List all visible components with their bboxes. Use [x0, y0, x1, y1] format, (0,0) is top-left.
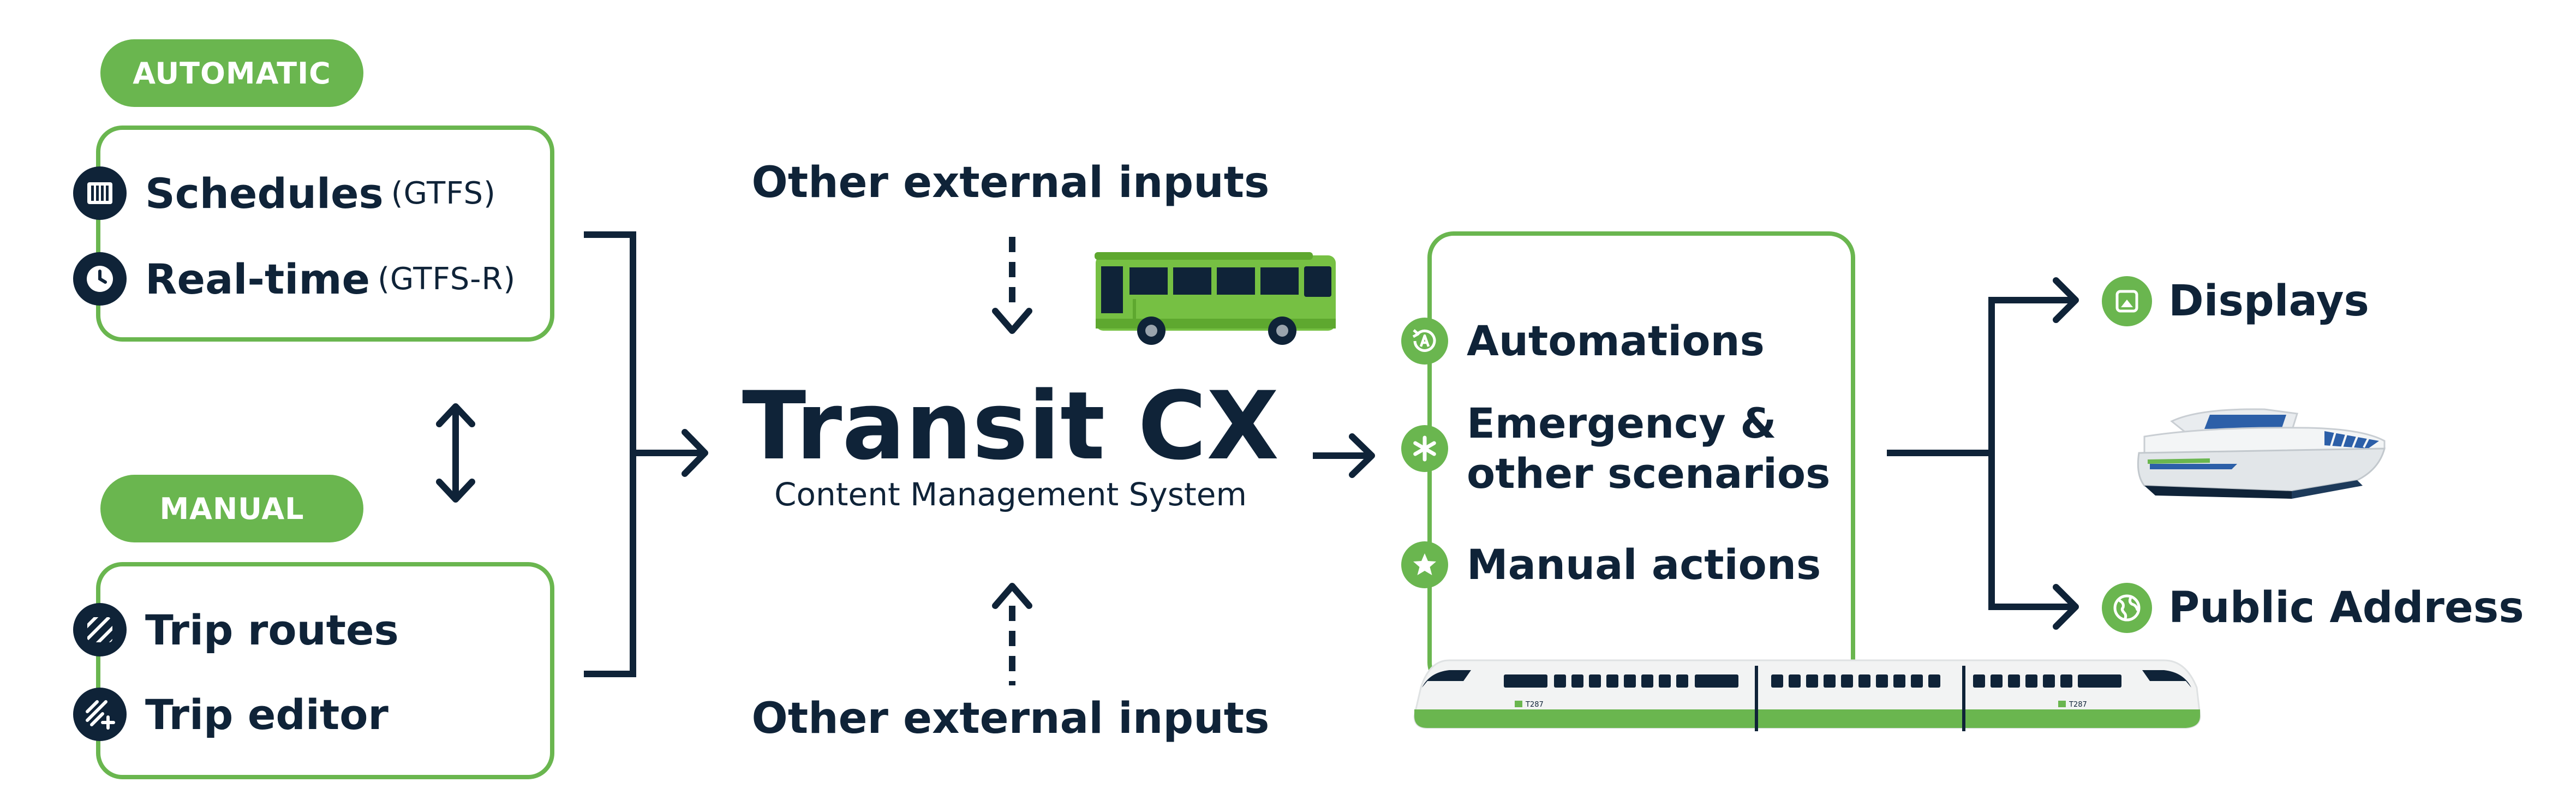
displays-item: Displays [2102, 276, 2369, 326]
bus-illustration [1095, 252, 1336, 345]
train-number-right: T287 [2069, 701, 2087, 709]
realtime-item: Real-time (GTFS-R) [73, 252, 516, 306]
external-inputs-top-label: Other external inputs [751, 158, 1270, 207]
automations-item: Automations [1401, 317, 1765, 365]
cms-title: Transit CX [742, 371, 1280, 481]
output-branch-connector [1887, 277, 2079, 630]
barcode-icon [73, 166, 127, 220]
displays-label: Displays [2168, 277, 2369, 326]
input-bracket-connector [584, 231, 708, 677]
external-input-arrow-down-icon [992, 237, 1032, 334]
bidirectional-arrow-icon [436, 403, 475, 503]
features-box [1427, 231, 1855, 689]
manual-actions-label: Manual actions [1467, 540, 1821, 589]
emergency-label-line2: other scenarios [1467, 449, 1831, 498]
manual-inputs-box [96, 562, 554, 779]
manual-actions-item: Manual actions [1401, 540, 1821, 589]
asterisk-icon [1401, 425, 1448, 472]
train-number-left: T287 [1525, 701, 1544, 709]
emergency-item: Emergency & other scenarios [1401, 398, 1830, 499]
external-input-arrow-up-icon [992, 583, 1032, 685]
trip-routes-label: Trip routes [145, 605, 399, 654]
globe-icon [2102, 583, 2152, 633]
cms-output-arrow-icon [1313, 433, 1375, 478]
stripes-plus-icon [73, 688, 127, 741]
automatic-badge: AUTOMATIC [100, 39, 363, 107]
schedules-label: Schedules [145, 169, 384, 218]
trip-editor-item: Trip editor [73, 688, 389, 741]
public-address-label: Public Address [2168, 583, 2524, 632]
schedules-format: (GTFS) [391, 175, 496, 211]
external-inputs-bottom-label: Other external inputs [751, 694, 1270, 743]
stripes-icon [73, 603, 127, 656]
trip-editor-label: Trip editor [145, 690, 389, 739]
trip-routes-item: Trip routes [73, 603, 399, 656]
ferry-illustration [2137, 408, 2386, 499]
manual-badge: MANUAL [100, 475, 363, 542]
train-illustration: T287 T287 [1413, 659, 2201, 731]
schedules-item: Schedules (GTFS) [73, 166, 496, 220]
display-icon [2102, 276, 2152, 326]
clock-icon [73, 252, 127, 306]
automations-label: Automations [1467, 317, 1765, 365]
auto-refresh-icon [1401, 317, 1448, 365]
star-icon [1401, 541, 1448, 588]
public-address-item: Public Address [2102, 583, 2524, 633]
emergency-label-line1: Emergency & [1467, 399, 1777, 447]
cms-subtitle: Content Management System [774, 476, 1247, 513]
realtime-format: (GTFS-R) [378, 261, 516, 297]
automatic-inputs-box [96, 126, 554, 342]
realtime-label: Real-time [145, 254, 370, 303]
